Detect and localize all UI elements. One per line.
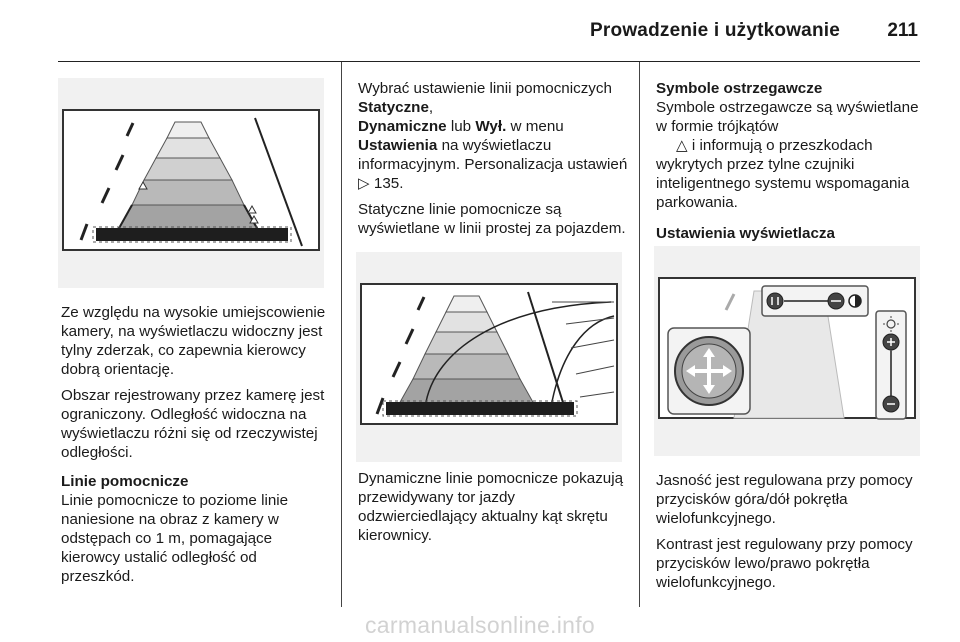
option-static: Statyczne xyxy=(358,99,429,116)
paragraph-static-guidelines: Statyczne linie pomocnicze są wyświetlan… xyxy=(358,201,626,237)
option-off: Wył. xyxy=(475,118,507,135)
header-rule xyxy=(58,61,920,62)
warning-triangle-icon: △ xyxy=(676,137,688,154)
display-settings-figure xyxy=(654,246,920,456)
heading-warning-symbols: Symbole ostrzegawcze xyxy=(656,80,823,97)
watermark: carmanualsonline.info xyxy=(364,612,596,638)
paragraph-brightness: Jasność jest regulowana przy pomocy przy… xyxy=(656,472,913,527)
paragraph-guideline-setting: Wybrać ustawienie linii pomocniczych Sta… xyxy=(358,80,628,192)
column-divider-2 xyxy=(639,62,640,607)
static-guidelines-figure xyxy=(58,78,324,288)
menu-settings: Ustawienia xyxy=(358,137,438,154)
paragraph-warning-symbols: Symbole ostrzegawcze są wyświetlane w fo… xyxy=(656,99,919,211)
heading-display-settings: Ustawienia wyświetlacza xyxy=(656,225,835,242)
page-number: 211 xyxy=(887,20,918,41)
option-dynamic: Dynamiczne xyxy=(358,118,447,135)
paragraph-dynamic-guidelines: Dynamiczne linie pomocnicze pokazują prz… xyxy=(358,470,624,544)
paragraph-guidelines: Linie pomocnicze to poziome linie nanies… xyxy=(61,492,289,585)
page-reference-arrow-icon: ▷ xyxy=(358,175,370,192)
dynamic-guidelines-figure xyxy=(356,252,622,462)
heading-guidelines: Linie pomocnicze xyxy=(61,473,189,490)
column-3-top: Symbole ostrzegawcze Symbole ostrzegawcz… xyxy=(656,79,924,243)
paragraph-contrast: Kontrast jest regulowany przy pomocy prz… xyxy=(656,536,913,591)
column-2-top: Wybrać ustawienie linii pomocniczych Sta… xyxy=(358,79,630,245)
column-2-bottom: Dynamiczne linie pomocnicze pokazują prz… xyxy=(358,469,630,552)
page-title: Prowadzenie i użytkowanie xyxy=(590,20,840,41)
paragraph-camera-position: Ze względu na wysokie umiejscowienie kam… xyxy=(61,304,326,378)
column-divider-1 xyxy=(341,62,342,607)
paragraph-camera-range: Obszar rejestrowany przez kamerę jest og… xyxy=(61,387,325,461)
column-3-bottom: Jasność jest regulowana przy pomocy przy… xyxy=(656,471,924,599)
column-1: Ze względu na wysokie umiejscowienie kam… xyxy=(61,303,331,593)
